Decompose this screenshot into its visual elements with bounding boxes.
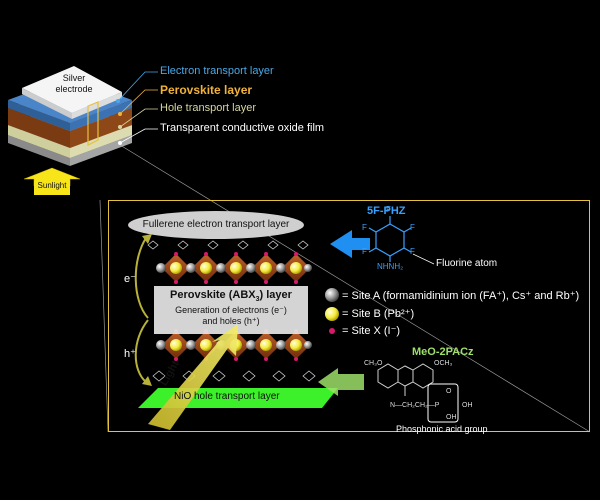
fullerene-layer-shape [128,211,304,239]
silver-electrode-label-line1: Silver [62,73,86,83]
fluorine-pointer [412,253,435,265]
fluorine-note: Fluorine atom [436,258,498,269]
phz-atom-f3: F [410,247,415,256]
hole-transport-layer-label: Hole transport layer [160,102,256,114]
hole-symbol: h⁺ [124,348,136,360]
generation-line-2: and holes (h⁺) [202,316,260,326]
phz-arrow [330,230,370,258]
light-arrow [148,324,238,430]
top-molecule-row [147,240,309,250]
phz-atom-f5: F [362,247,367,256]
legend-site-a-text: = Site A (formamidinium ion (FA⁺), Cs⁺ a… [342,290,580,302]
generation-text: Generation of electrons (e⁻) and holes (… [156,305,306,327]
detail-frame [108,200,590,432]
tco-film-label: Transparent conductive oxide film [160,122,325,134]
zoom-connector-lines [99,144,591,433]
perovskite-structure-diagram [128,211,459,430]
zoom-highlight-rect [87,101,99,146]
phosphonic-label: Phosphonic acid group [396,424,488,434]
phz-atom-f1: F [386,205,391,214]
site-x-row-1 [174,252,298,284]
legend-site-b-sphere [325,307,339,321]
hole-arrow [134,319,149,383]
meo-o: O [446,388,452,395]
meo-och3-left: CH₃O [364,360,383,367]
meo-oh1: OH [462,402,473,409]
legend-site-a-sphere [325,288,339,302]
site-b-row-1 [170,262,302,274]
perovskite-title-main: Perovskite (ABX [170,289,256,301]
meo-oh2: OH [446,414,457,421]
meo-chain: N—CH₂CH₂—P [390,402,440,409]
electron-symbol: e⁻ [124,273,136,285]
phz-atom-f2: F [410,223,415,232]
phz-molecule [368,216,412,262]
meo-title: MeO-2PACz [412,346,474,358]
perovskite-layer-label: Perovskite layer [160,83,253,97]
legend-site-x-text: = Site X (I⁻) [342,325,401,337]
legend-site-b-text: = Site B (Pb²⁺) [342,308,415,320]
meo-2pacz-molecule [377,363,459,423]
phz-atom-f4: F [362,223,367,232]
legend-site-x-sphere [329,328,335,334]
electron-transport-layer-label: Electron transport layer [160,65,274,77]
silver-electrode-label-line2: electrode [55,84,93,94]
fullerene-label: Fullerene electron transport layer [142,219,290,230]
silver-electrode-label: Silver electrode [52,73,96,95]
sunlight-label: Sunlight [37,181,67,190]
perovskite-title-sub: 3 [255,296,260,304]
silver-electrode-shape [22,66,122,119]
phz-title: 5F-PHZ [367,205,406,217]
meo-arrow [318,368,364,396]
nio-label: NiO hole transport layer [174,391,280,402]
site-a-row-1 [156,263,312,273]
phz-group-label: NHNH₂ [377,262,404,271]
perovskite-title: Perovskite (ABX3) layer [156,289,306,303]
perovskite-title-end: ) layer [259,289,292,301]
perovskite-info-box [154,286,308,334]
phosphonic-group-box [427,383,459,423]
meo-och3-right: OCH₃ [434,360,453,367]
electron-arrow [134,237,149,319]
generation-line-1: Generation of electrons (e⁻) [175,305,287,315]
